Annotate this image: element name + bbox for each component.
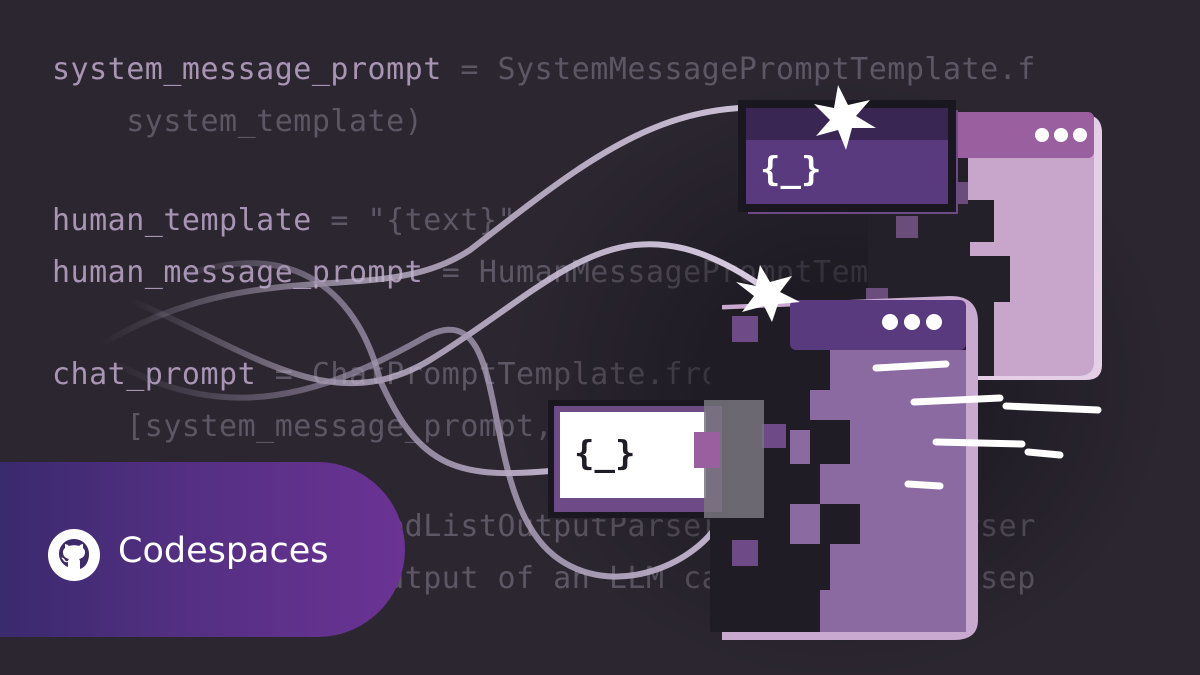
template-braces-bottom: {_}: [574, 434, 636, 474]
connection-wires: [97, 104, 843, 580]
code-line-1-lhs: system_message_prompt: [52, 52, 442, 87]
code-line-1: system_message_prompt = SystemMessagePro…: [52, 52, 1036, 87]
template-braces-top: {_}: [760, 150, 822, 190]
wire-4: [167, 260, 563, 477]
window-dots-icon: [1035, 128, 1087, 142]
wire-1: [97, 104, 843, 348]
template-bar-bottom: [548, 400, 764, 518]
code-line-3-lhs: human_template: [52, 203, 312, 238]
code-line-2: system_template): [52, 104, 424, 139]
spark-icon: [814, 85, 876, 150]
github-icon: [48, 529, 100, 581]
wire-3: [107, 326, 723, 580]
speed-lines: [872, 360, 1102, 490]
code-line-1-rhs: = SystemMessagePromptTemplate.f: [441, 52, 1036, 87]
front-window: [710, 296, 978, 640]
window-dots-icon-front: [882, 314, 942, 330]
codespaces-label: Codespaces: [118, 531, 329, 571]
wire-2: [127, 241, 763, 387]
spark-icon-2: [736, 265, 800, 322]
code-line-5-lhs: chat_prompt: [52, 357, 257, 392]
